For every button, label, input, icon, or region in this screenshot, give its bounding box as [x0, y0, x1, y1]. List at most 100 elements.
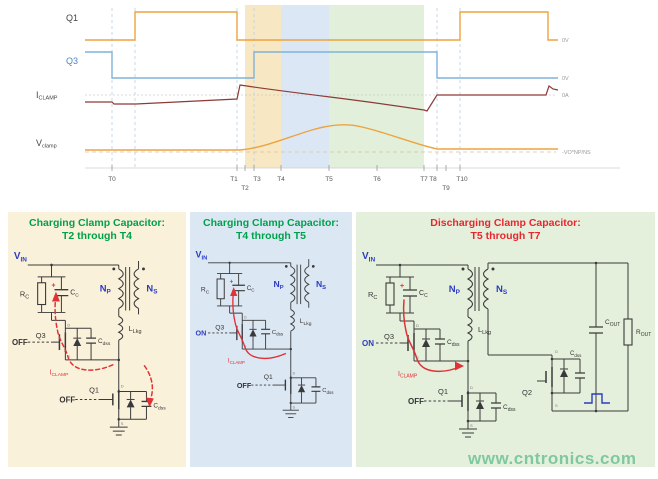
q3-cdss-label: Cdss	[272, 330, 284, 337]
band-t4-t5	[281, 5, 329, 168]
panel-charging-t2-t4: Charging Clamp Capacitor: T2 through T4	[8, 212, 186, 467]
np-label: NP	[449, 284, 461, 296]
svg-text:D: D	[416, 323, 419, 328]
panel-charging-t4-t5: Charging Clamp Capacitor: T4 through T5	[190, 212, 352, 467]
clamp-current-path	[402, 299, 464, 373]
q2-label: Q2	[522, 388, 532, 397]
iclamp-signal-label: ICLAMP	[36, 90, 58, 102]
q1-state: OFF	[59, 395, 75, 404]
q3-level-label: 0V	[562, 76, 569, 82]
q3-cdss-label: Cdss	[98, 338, 111, 347]
q3-cdss-label: Cdss	[447, 339, 460, 348]
fet-pin-labels: DS DS	[67, 322, 123, 426]
panel1-subtitle: T2 through T4	[62, 230, 132, 242]
vin-label: VIN	[14, 251, 27, 263]
band-t5-t7	[329, 5, 424, 168]
q3-state: ON	[362, 339, 374, 348]
vin-label: VIN	[195, 249, 207, 261]
iclamp-label: ICLAMP	[398, 371, 418, 380]
clamp-current-path	[230, 287, 287, 359]
cc-polarity-plus: +	[230, 278, 234, 285]
q1-state: OFF	[408, 397, 424, 406]
time-label-t5: T5	[325, 176, 333, 183]
timing-diagram: Q1 Q3 ICLAMP Vclamp 0V 0V 0A -VO*NP/NS T…	[0, 0, 658, 215]
q1-level-label: 0V	[562, 38, 569, 44]
cc-polarity-plus: +	[52, 283, 56, 290]
rc-label: RC	[201, 287, 210, 296]
q1-waveform	[85, 11, 558, 41]
time-label-t7: T7	[420, 176, 428, 183]
q3-state: ON	[195, 329, 206, 338]
leakage-inductor	[117, 315, 124, 341]
svg-text:D: D	[67, 322, 70, 327]
iclamp-level-label: 0A	[562, 93, 569, 99]
vclamp-waveform	[85, 124, 558, 151]
svg-text:S: S	[67, 354, 70, 359]
q1-state: OFF	[237, 381, 252, 390]
transformer	[112, 266, 145, 311]
rc-resistor	[385, 282, 395, 306]
iclamp-label: ICLAMP	[228, 358, 245, 365]
ns-label: NS	[496, 284, 508, 296]
q1-signal-label: Q1	[66, 13, 78, 23]
ground-icon	[109, 426, 128, 436]
svg-text:D: D	[244, 316, 247, 320]
wiring	[27, 261, 147, 428]
llkg-label: LLkg	[478, 325, 491, 336]
svg-text:D: D	[121, 384, 124, 389]
q3-waveform	[85, 51, 558, 79]
gate-state-connectors	[27, 341, 99, 400]
time-label-t2: T2	[241, 185, 249, 192]
q1-label: Q1	[89, 386, 99, 395]
axis-ticks	[111, 165, 461, 171]
panel2-title: Charging Clamp Capacitor:	[203, 217, 339, 229]
fet-pin-labels: DS DS DS	[416, 323, 558, 428]
llkg-label: LLkg	[129, 324, 142, 335]
q3-state: OFF	[12, 338, 28, 347]
rc-label: RC	[368, 290, 377, 301]
circuit-panels: Charging Clamp Capacitor: T2 through T4	[8, 212, 655, 467]
transformer	[461, 267, 495, 311]
wiring	[208, 259, 317, 411]
time-label-t1: T1	[230, 176, 238, 183]
iclamp-label: ICLAMP	[50, 370, 70, 378]
clamp-current-path	[52, 291, 154, 408]
transformer	[284, 264, 315, 305]
leakage-inductor	[289, 309, 295, 332]
rout-label: ROUT	[636, 329, 651, 338]
cc-label: CC	[419, 290, 428, 299]
q1-mosfet	[112, 389, 152, 410]
q2-gate-pulse-icon	[584, 393, 610, 404]
cout-capacitor	[589, 326, 603, 334]
q1-cdss-label: Cdss	[503, 404, 516, 413]
cc-label: CC	[70, 290, 79, 299]
ns-label: NS	[146, 283, 158, 296]
q3-label: Q3	[36, 331, 46, 340]
vertical-guides	[111, 8, 461, 168]
svg-text:S: S	[470, 423, 473, 428]
q2-cdss-label: Cdss	[570, 351, 582, 358]
svg-text:D: D	[470, 385, 473, 390]
watermark: www.cntronics.com	[468, 449, 637, 468]
q3-signal-label: Q3	[66, 56, 78, 66]
panel-discharging-t5-t7: Discharging Clamp Capacitor: T5 through …	[356, 212, 655, 467]
rout-resistor	[623, 318, 633, 346]
q1-cdss-label: Cdss	[322, 388, 334, 395]
svg-text:S: S	[293, 405, 296, 409]
time-label-t4: T4	[277, 176, 285, 183]
timing-chart-svg: Q1 Q3 ICLAMP Vclamp 0V 0V 0A -VO*NP/NS T…	[36, 5, 620, 192]
llkg-label: LLkg	[300, 318, 312, 327]
fet-pin-labels: DS DS	[244, 316, 296, 410]
time-label-t3: T3	[253, 176, 261, 183]
q1-mosfet	[284, 376, 321, 395]
rc-label: RC	[20, 290, 29, 301]
time-label-t9: T9	[442, 185, 450, 192]
time-label-t0: T0	[108, 176, 116, 183]
svg-text:D: D	[293, 371, 296, 375]
panel3-subtitle: T5 through T7	[470, 230, 541, 242]
np-label: NP	[274, 279, 284, 291]
leakage-inductor	[466, 316, 473, 342]
q3-label: Q3	[384, 332, 394, 341]
iclamp-waveform	[85, 84, 559, 112]
ns-label: NS	[316, 279, 326, 291]
